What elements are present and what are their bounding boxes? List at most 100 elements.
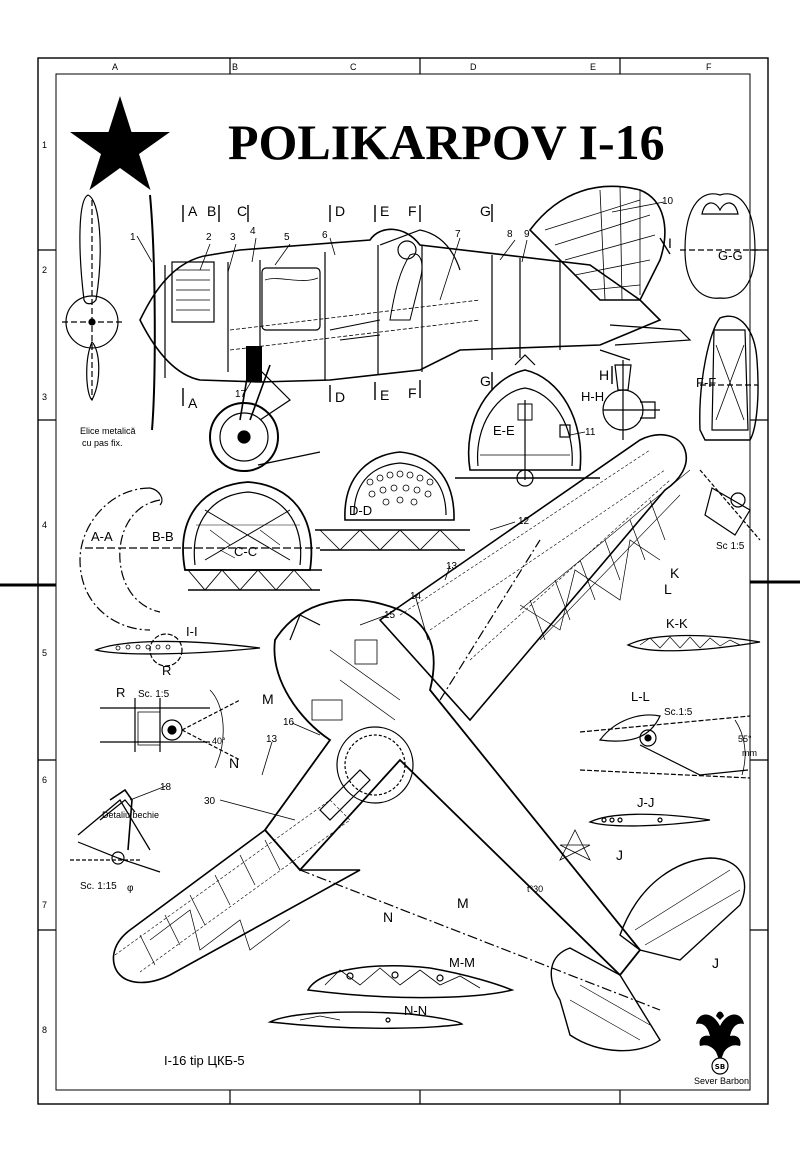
section-g-g [680, 193, 760, 299]
cut-mark-e-top: E [380, 203, 390, 219]
section-label-a-a: A-A [91, 529, 113, 544]
t30-annotation: t°30 [527, 884, 544, 894]
section-label-g-g: G-G [718, 248, 743, 263]
section-f-f [699, 315, 759, 441]
callout-18: 18 [160, 782, 172, 793]
plan-view-aircraft [112, 434, 746, 1052]
eagle-logo-icon: SB [696, 1011, 744, 1075]
tail-skid-detail [70, 788, 161, 873]
section-label-k-k: K-K [666, 616, 688, 631]
callout-17: 17 [235, 389, 247, 400]
cut-mark-k: K [670, 565, 680, 581]
airfoil-n-n [267, 1011, 464, 1029]
cut-mark-n-top: N [229, 755, 240, 771]
airfoil-m-m [306, 965, 515, 999]
page-title: POLIKARPOV I-16 [228, 114, 665, 170]
section-label-i-i: I-I [186, 624, 198, 639]
cut-mark-b: B [207, 203, 217, 219]
callout-10: 10 [662, 196, 674, 207]
section-label-b-b: B-B [152, 529, 174, 544]
cut-mark-m-top: M [262, 691, 274, 707]
subtitle: I-16 tip ЦКБ-5 [164, 1053, 245, 1068]
unit-annotation-mm: mm [742, 748, 757, 758]
airfoil-i-i [93, 633, 261, 667]
grid-letter-d: D [470, 62, 477, 72]
section-label-m-m: M-M [449, 955, 475, 970]
callout-8: 8 [507, 229, 513, 240]
airfoil-j-j [588, 813, 711, 827]
cut-mark-f-bottom: F [408, 385, 417, 401]
cut-mark-f-top: F [408, 203, 417, 219]
angle-annotation-55: 55° [738, 734, 752, 744]
grid-number-2: 2 [42, 265, 48, 275]
detail-r [100, 689, 241, 769]
section-h-h [602, 360, 660, 440]
callout-9: 9 [524, 229, 530, 240]
callout-7: 7 [455, 229, 461, 240]
section-a-a-b-b [79, 487, 320, 631]
grid-letter-e: E [590, 62, 597, 72]
cut-mark-c: C [237, 203, 248, 219]
grid-number-1: 1 [42, 140, 48, 150]
section-label-l-l: L-L [631, 689, 650, 704]
grid-letter-c: C [350, 62, 357, 72]
propeller-note-line-1: Elice metalică [80, 426, 136, 436]
angle-annotation-40: 40° [212, 736, 226, 746]
phi-annotation: φ [127, 883, 134, 894]
red-star-icon [70, 96, 170, 190]
cut-mark-g-top: G [480, 203, 491, 219]
scale-label-hinge: Sc 1:5 [716, 541, 745, 552]
airfoil-k-k [626, 634, 761, 652]
grid-letter-b: B [232, 62, 239, 72]
section-label-e-e: E-E [493, 423, 515, 438]
propeller-front-view [62, 194, 122, 401]
logo-monogram: SB [715, 1063, 725, 1071]
section-label-j-j: J-J [637, 795, 655, 810]
section-label-r: R [116, 685, 126, 700]
cut-mark-e-bottom: E [380, 387, 390, 403]
cut-mark-g-bottom: G [480, 373, 491, 389]
cut-mark-h: H [599, 367, 610, 383]
detail-note: Detaliu bechie [102, 810, 160, 820]
grid-letter-f: F [706, 62, 712, 72]
callout-4: 4 [250, 226, 256, 237]
side-view-fuselage [139, 185, 692, 431]
cut-mark-l: L [664, 581, 672, 597]
section-l-l [579, 714, 751, 779]
section-label-c-c: C-C [234, 544, 258, 559]
callout-13-bottom: 13 [266, 734, 278, 745]
section-label-d-d: D-D [349, 503, 373, 518]
scale-label-r: Sc. 1:5 [138, 689, 170, 700]
scale-label-skid: Sc. 1:15 [80, 881, 117, 892]
callout-13-top: 13 [446, 561, 458, 572]
scale-label-l-l: Sc.1:5 [664, 707, 693, 718]
section-d-d [315, 451, 470, 551]
grid-number-5: 5 [42, 648, 48, 658]
section-e-e [455, 354, 600, 487]
cut-mark-m-bottom: M [457, 895, 469, 911]
cut-mark-n-bottom: N [383, 909, 394, 925]
callout-6: 6 [322, 230, 328, 241]
section-label-n-n: N-N [404, 1003, 428, 1018]
callout-12: 12 [518, 516, 530, 527]
section-label-f-f: F-F [696, 375, 717, 390]
cut-mark-d-bottom: D [335, 389, 346, 405]
station-cut-lines [182, 204, 671, 406]
section-c-c [182, 481, 322, 591]
cut-mark-j-top: J [616, 847, 623, 863]
grid-number-8: 8 [42, 1025, 48, 1035]
callout-1: 1 [130, 232, 136, 243]
grid-number-3: 3 [42, 392, 48, 402]
cut-mark-a-bottom: A [188, 395, 198, 411]
author-signature: Sever Barboni [694, 1076, 752, 1086]
section-label-r-circle: R [162, 663, 172, 678]
grid-number-7: 7 [42, 900, 48, 910]
grid-letter-a: A [112, 62, 119, 72]
callout-5: 5 [284, 232, 290, 243]
cut-mark-j-bottom: J [712, 955, 719, 971]
grid-number-6: 6 [42, 775, 48, 785]
callout-14: 14 [410, 591, 422, 602]
callout-16: 16 [283, 717, 295, 728]
cut-mark-i: I [668, 235, 672, 251]
